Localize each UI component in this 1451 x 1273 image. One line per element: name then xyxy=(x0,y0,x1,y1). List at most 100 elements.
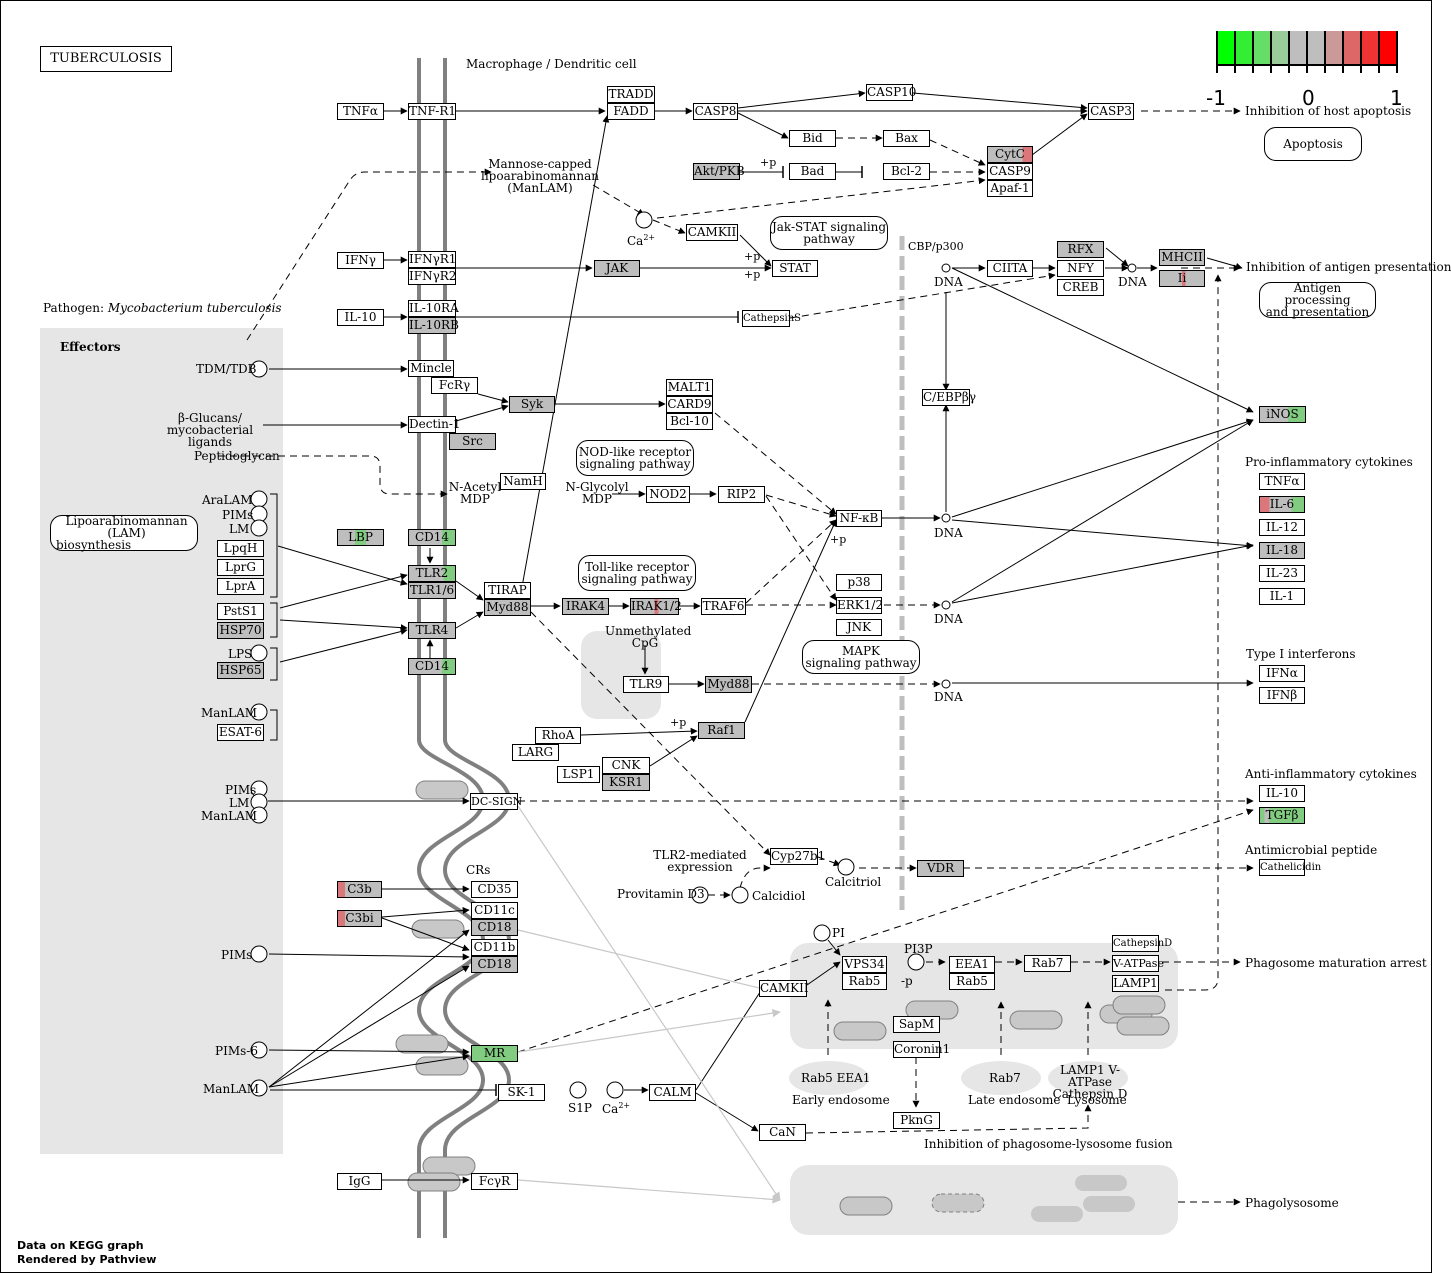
gene-mr[interactable]: MR xyxy=(471,1045,518,1062)
gene-eea1[interactable]: EEA1 xyxy=(949,956,995,973)
gene-v-atpase[interactable]: V-ATPase xyxy=(1112,955,1164,972)
gene-il-10rb[interactable]: IL-10RB xyxy=(408,317,459,334)
out-ifna[interactable]: IFNα xyxy=(1259,665,1305,682)
out-tgfb[interactable]: TGFβ xyxy=(1259,807,1305,824)
gene-pkng[interactable]: PknG xyxy=(893,1112,940,1129)
gene-casp10[interactable]: CASP10 xyxy=(866,84,917,101)
gene-syk[interactable]: Syk xyxy=(509,396,555,413)
gene-rab7[interactable]: Rab7 xyxy=(1024,955,1071,972)
gene-c3bi[interactable]: C3bi xyxy=(337,910,382,927)
gene-dectin-1[interactable]: Dectin-1 xyxy=(408,416,461,433)
gene-calm[interactable]: CALM xyxy=(649,1084,696,1101)
gene-tlr4[interactable]: TLR4 xyxy=(408,622,456,639)
gene-tlr2[interactable]: TLR2 xyxy=(408,565,456,582)
gene-cd11b[interactable]: CD11b xyxy=(471,939,518,956)
gene-rab5-b[interactable]: Rab5 xyxy=(949,973,995,990)
gene-myd88-b[interactable]: Myd88 xyxy=(705,676,752,693)
gene-mincle[interactable]: Mincle xyxy=(408,360,454,377)
gene-fadd[interactable]: FADD xyxy=(607,103,655,120)
gene-traf6[interactable]: TRAF6 xyxy=(701,598,746,615)
gene-erk1-2[interactable]: ERK1/2 xyxy=(836,597,884,614)
gene-c3b[interactable]: C3b xyxy=(337,881,382,898)
gene-tirap[interactable]: TIRAP xyxy=(484,582,531,599)
gene-cathepsin-d[interactable]: CathepsinD xyxy=(1112,935,1172,952)
gene-esat-6[interactable]: ESAT-6 xyxy=(217,724,264,741)
gene-rhoa[interactable]: RhoA xyxy=(535,727,581,744)
gene-tnfa[interactable]: TNFα xyxy=(337,103,384,120)
gene-irak4[interactable]: IRAK4 xyxy=(562,598,609,615)
gene-lbp[interactable]: LBP xyxy=(337,529,384,546)
gene-vps34[interactable]: VPS34 xyxy=(842,956,887,973)
gene-cd14-b[interactable]: CD14 xyxy=(408,658,456,675)
gene-cnk[interactable]: CNK xyxy=(602,757,650,774)
pathway-lam-biosynthesis[interactable]: Lipoarabinomannan (LAM)biosynthesis xyxy=(50,515,198,551)
gene-stat[interactable]: STAT xyxy=(772,260,818,277)
gene-apaf1[interactable]: Apaf-1 xyxy=(987,180,1033,197)
gene-bax[interactable]: Bax xyxy=(883,130,930,147)
gene-ciita[interactable]: CIITA xyxy=(987,260,1033,277)
out-il-12[interactable]: IL-12 xyxy=(1259,519,1305,536)
gene-nf-kb[interactable]: NF-κB xyxy=(836,510,882,527)
out-cathelicidin[interactable]: Cathelicidin xyxy=(1259,859,1321,876)
gene-irak1-2[interactable]: IRAK1/2 xyxy=(630,598,682,615)
gene-raf1[interactable]: Raf1 xyxy=(698,722,745,739)
gene-lamp1[interactable]: LAMP1 xyxy=(1112,975,1159,992)
gene-namh[interactable]: NamH xyxy=(500,473,546,490)
gene-psts1[interactable]: PstS1 xyxy=(217,603,264,620)
gene-cathepsin-s[interactable]: CathepsinS xyxy=(742,310,801,327)
gene-bad[interactable]: Bad xyxy=(789,163,836,180)
gene-can[interactable]: CaN xyxy=(759,1124,806,1141)
out-il-10[interactable]: IL-10 xyxy=(1259,785,1305,802)
gene-camkii-1[interactable]: CAMKII xyxy=(686,224,738,241)
gene-larg[interactable]: LARG xyxy=(512,744,559,761)
gene-lpra[interactable]: LprA xyxy=(217,578,264,595)
gene-src[interactable]: Src xyxy=(449,433,496,450)
gene-cd18-b[interactable]: CD18 xyxy=(471,956,518,973)
gene-fcgr[interactable]: FcγR xyxy=(471,1173,518,1190)
gene-tlr9[interactable]: TLR9 xyxy=(623,676,669,693)
gene-card9[interactable]: CARD9 xyxy=(666,396,713,413)
gene-casp9[interactable]: CASP9 xyxy=(987,163,1033,180)
gene-inos[interactable]: iNOS xyxy=(1259,406,1306,423)
gene-malt1[interactable]: MALT1 xyxy=(666,379,713,396)
gene-camkii-2[interactable]: CAMKII xyxy=(759,980,809,997)
pathway-apoptosis[interactable]: Apoptosis xyxy=(1264,127,1362,161)
out-il-6[interactable]: IL-6 xyxy=(1259,496,1305,513)
gene-igg[interactable]: IgG xyxy=(337,1173,382,1190)
gene-cd11c[interactable]: CD11c xyxy=(471,902,518,919)
gene-cd18-a[interactable]: CD18 xyxy=(471,919,518,936)
gene-sk-1[interactable]: SK-1 xyxy=(498,1084,545,1101)
gene-myd88-a[interactable]: Myd88 xyxy=(484,599,531,616)
gene-casp3[interactable]: CASP3 xyxy=(1088,103,1134,120)
gene-cytc[interactable]: CytC xyxy=(987,146,1033,163)
gene-ii[interactable]: Ii xyxy=(1159,270,1205,287)
gene-vdr[interactable]: VDR xyxy=(917,860,964,877)
gene-jnk[interactable]: JNK xyxy=(836,619,882,636)
gene-akt-pkb[interactable]: Akt/PKB xyxy=(693,163,745,180)
gene-hsp70[interactable]: HSP70 xyxy=(217,622,264,639)
gene-bcl-2[interactable]: Bcl-2 xyxy=(883,163,930,180)
gene-tradd[interactable]: TRADD xyxy=(607,86,655,103)
gene-jak[interactable]: JAK xyxy=(594,260,640,277)
gene-tnf-r1[interactable]: TNF-R1 xyxy=(408,103,457,120)
gene-hsp65[interactable]: HSP65 xyxy=(217,662,264,679)
gene-cd35[interactable]: CD35 xyxy=(471,881,518,898)
gene-il10-ligand[interactable]: IL-10 xyxy=(337,309,384,326)
gene-mhcii[interactable]: MHCII xyxy=(1159,249,1205,266)
gene-tlr1-6[interactable]: TLR1/6 xyxy=(408,582,456,599)
out-ifnb[interactable]: IFNβ xyxy=(1259,687,1305,704)
gene-rfx[interactable]: RFX xyxy=(1057,241,1104,258)
out-il-23[interactable]: IL-23 xyxy=(1259,565,1305,582)
gene-casp8[interactable]: CASP8 xyxy=(693,103,738,120)
gene-ifngr2[interactable]: IFNγR2 xyxy=(408,268,457,285)
gene-bid[interactable]: Bid xyxy=(789,130,836,147)
gene-fcrg[interactable]: FcRγ xyxy=(431,377,478,394)
gene-bcl-10[interactable]: Bcl-10 xyxy=(666,413,713,430)
gene-lpqh[interactable]: LpqH xyxy=(217,540,264,557)
gene-ifngr1[interactable]: IFNγR1 xyxy=(408,251,457,268)
gene-creb[interactable]: CREB xyxy=(1057,279,1104,296)
gene-cbp-p300[interactable]: CBP/p300 xyxy=(908,240,964,253)
